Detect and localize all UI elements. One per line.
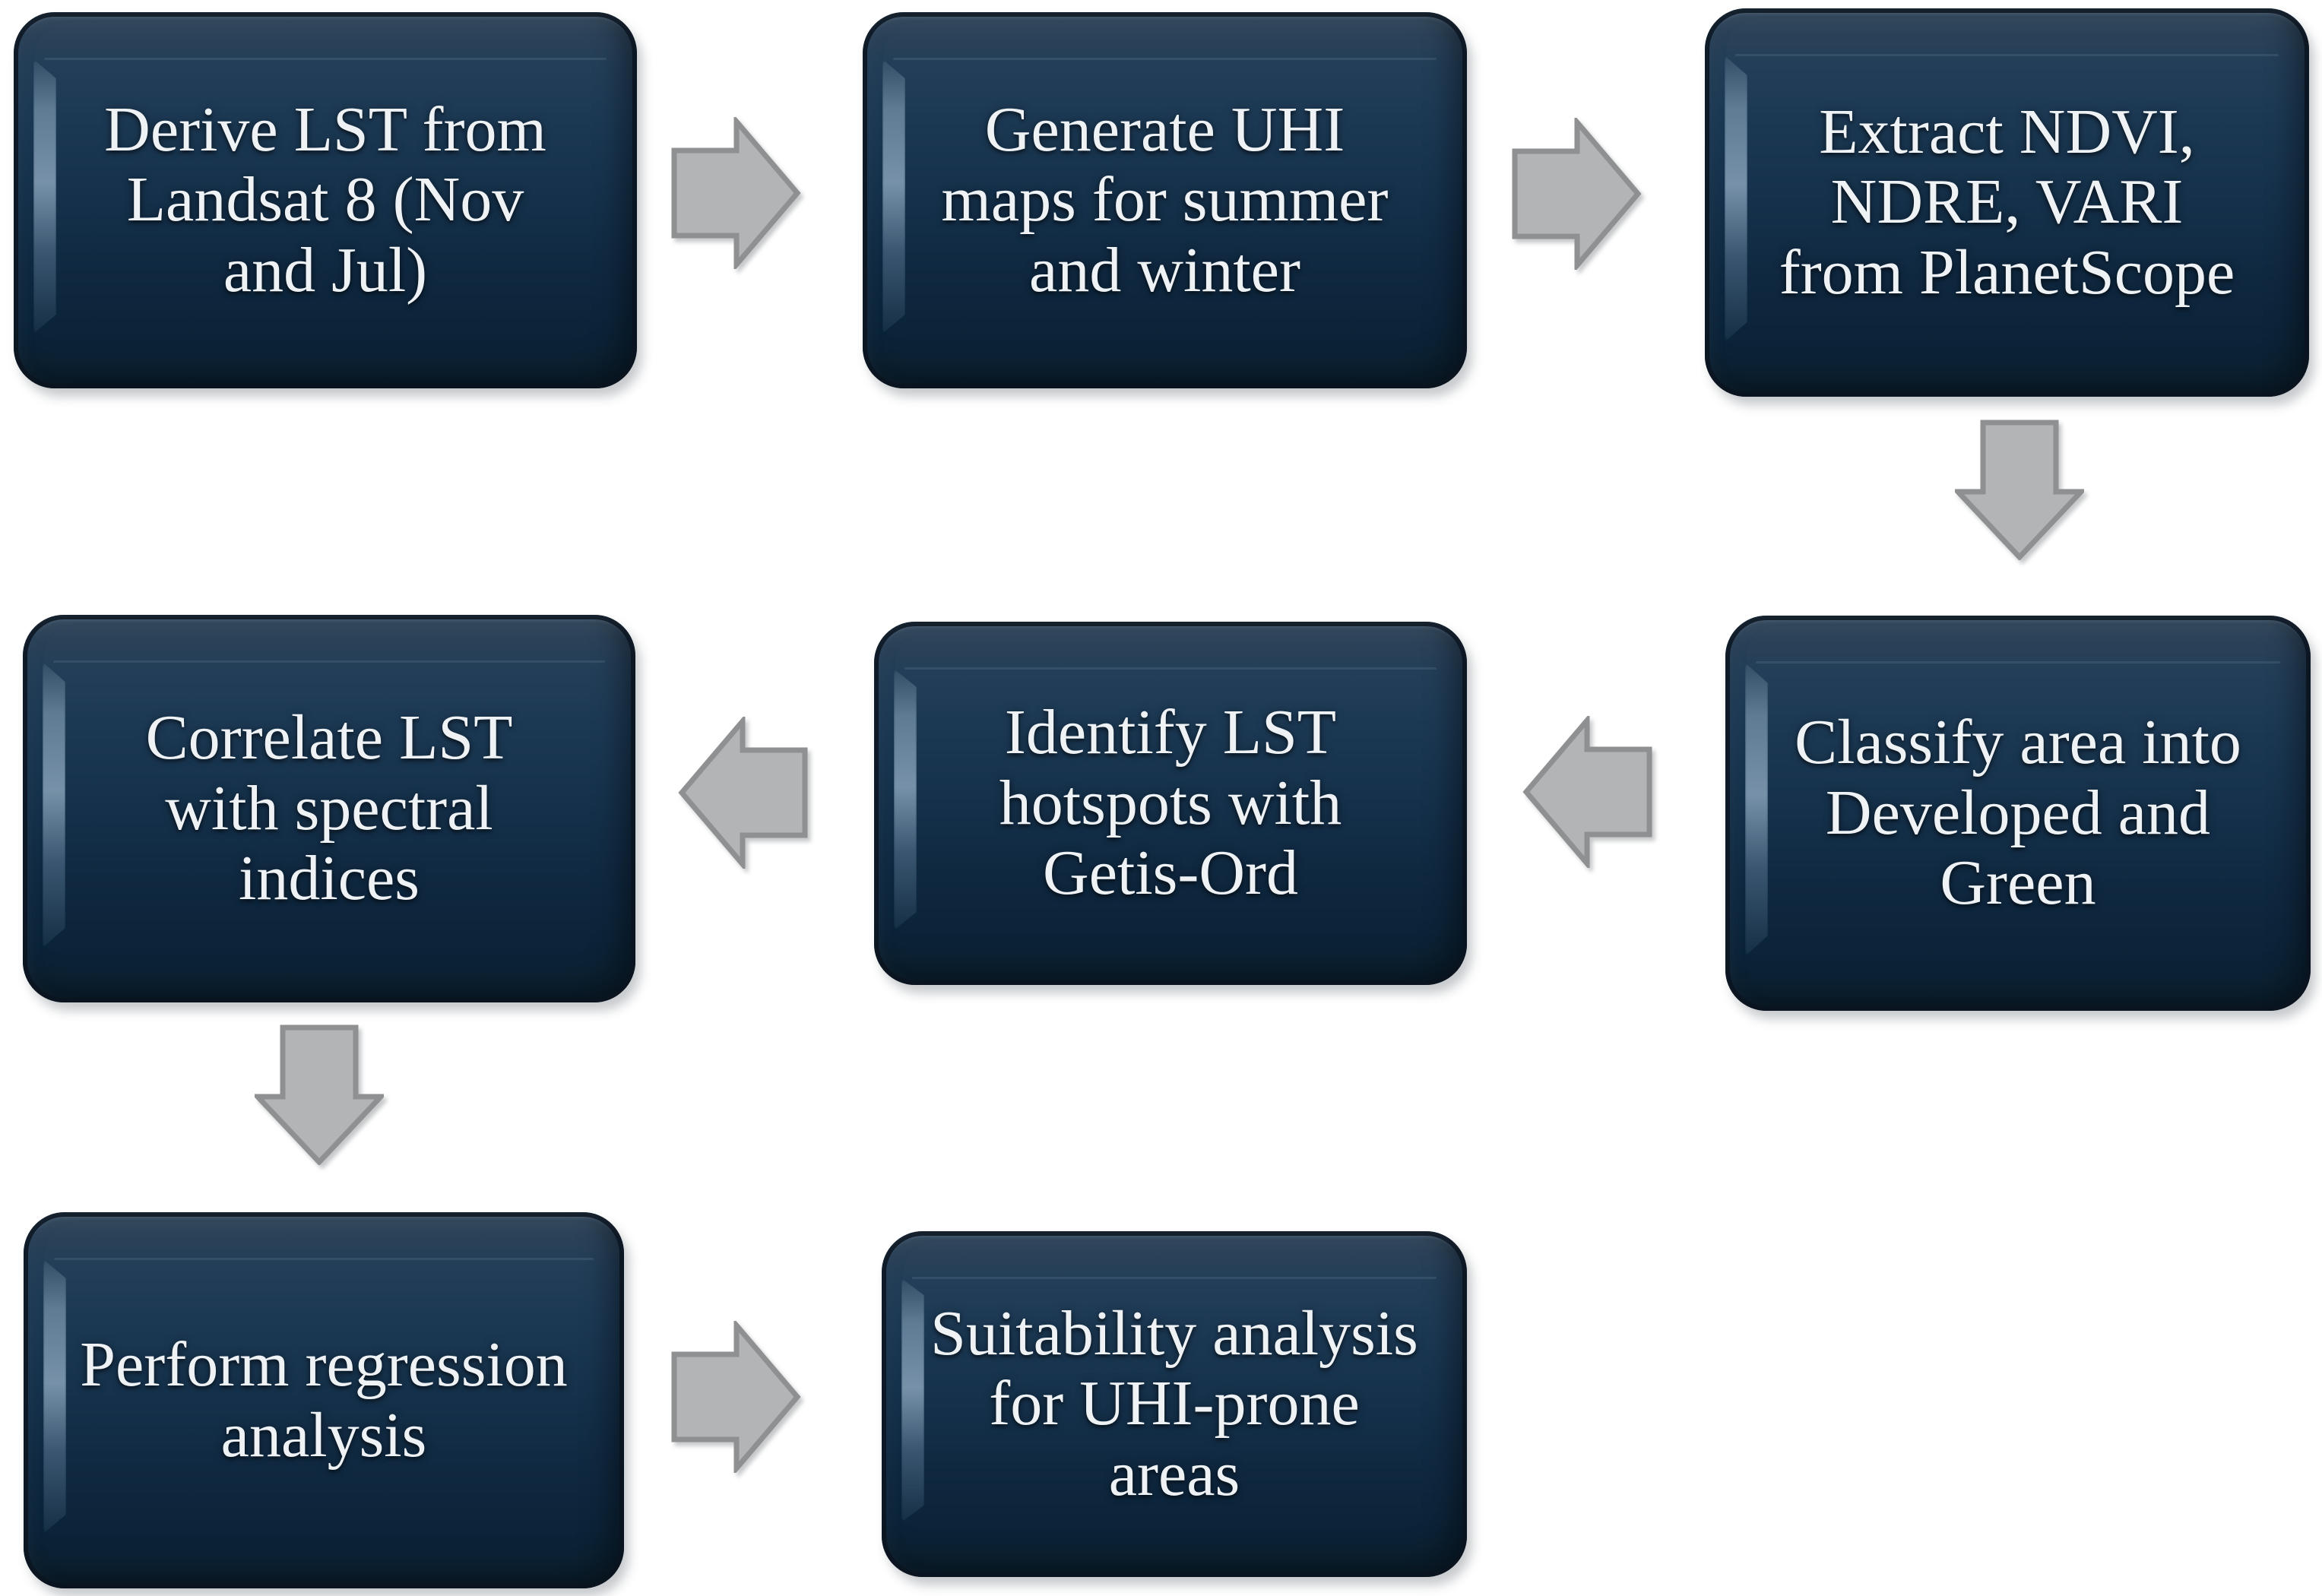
- step-label: Correlate LST with spectral indices: [145, 702, 513, 914]
- arrow-left-icon: [1522, 716, 1652, 868]
- arrow-right-icon: [671, 117, 802, 269]
- step-box-7: Perform regression analysis: [24, 1212, 624, 1588]
- step-label: Perform regression analysis: [80, 1329, 568, 1471]
- arrow-right-icon: [1512, 118, 1643, 270]
- step-label: Extract NDVI, NDRE, VARI from PlanetScop…: [1779, 96, 2235, 308]
- step-label: Derive LST from Landsat 8 (Nov and Jul): [104, 93, 546, 306]
- step-label: Classify area into Developed and Green: [1795, 707, 2241, 919]
- step-box-4: Classify area into Developed and Green: [1725, 616, 2311, 1011]
- arrow-left-icon: [677, 717, 808, 869]
- step-label: Suitability analysis for UHI-prone areas: [930, 1297, 1418, 1509]
- step-label: Generate UHI maps for summer and winter: [941, 93, 1389, 306]
- arrow-down-icon: [255, 1024, 384, 1165]
- step-label: Identify LST hotspots with Getis-Ord: [999, 697, 1342, 909]
- arrow-right-icon: [671, 1321, 802, 1473]
- step-box-5: Identify LST hotspots with Getis-Ord: [874, 622, 1467, 985]
- step-box-6: Correlate LST with spectral indices: [23, 615, 635, 1002]
- step-box-1: Derive LST from Landsat 8 (Nov and Jul): [14, 12, 637, 388]
- step-box-8: Suitability analysis for UHI-prone areas: [882, 1231, 1467, 1577]
- arrow-down-icon: [1955, 420, 2084, 560]
- step-box-3: Extract NDVI, NDRE, VARI from PlanetScop…: [1705, 8, 2309, 397]
- step-box-2: Generate UHI maps for summer and winter: [863, 12, 1467, 388]
